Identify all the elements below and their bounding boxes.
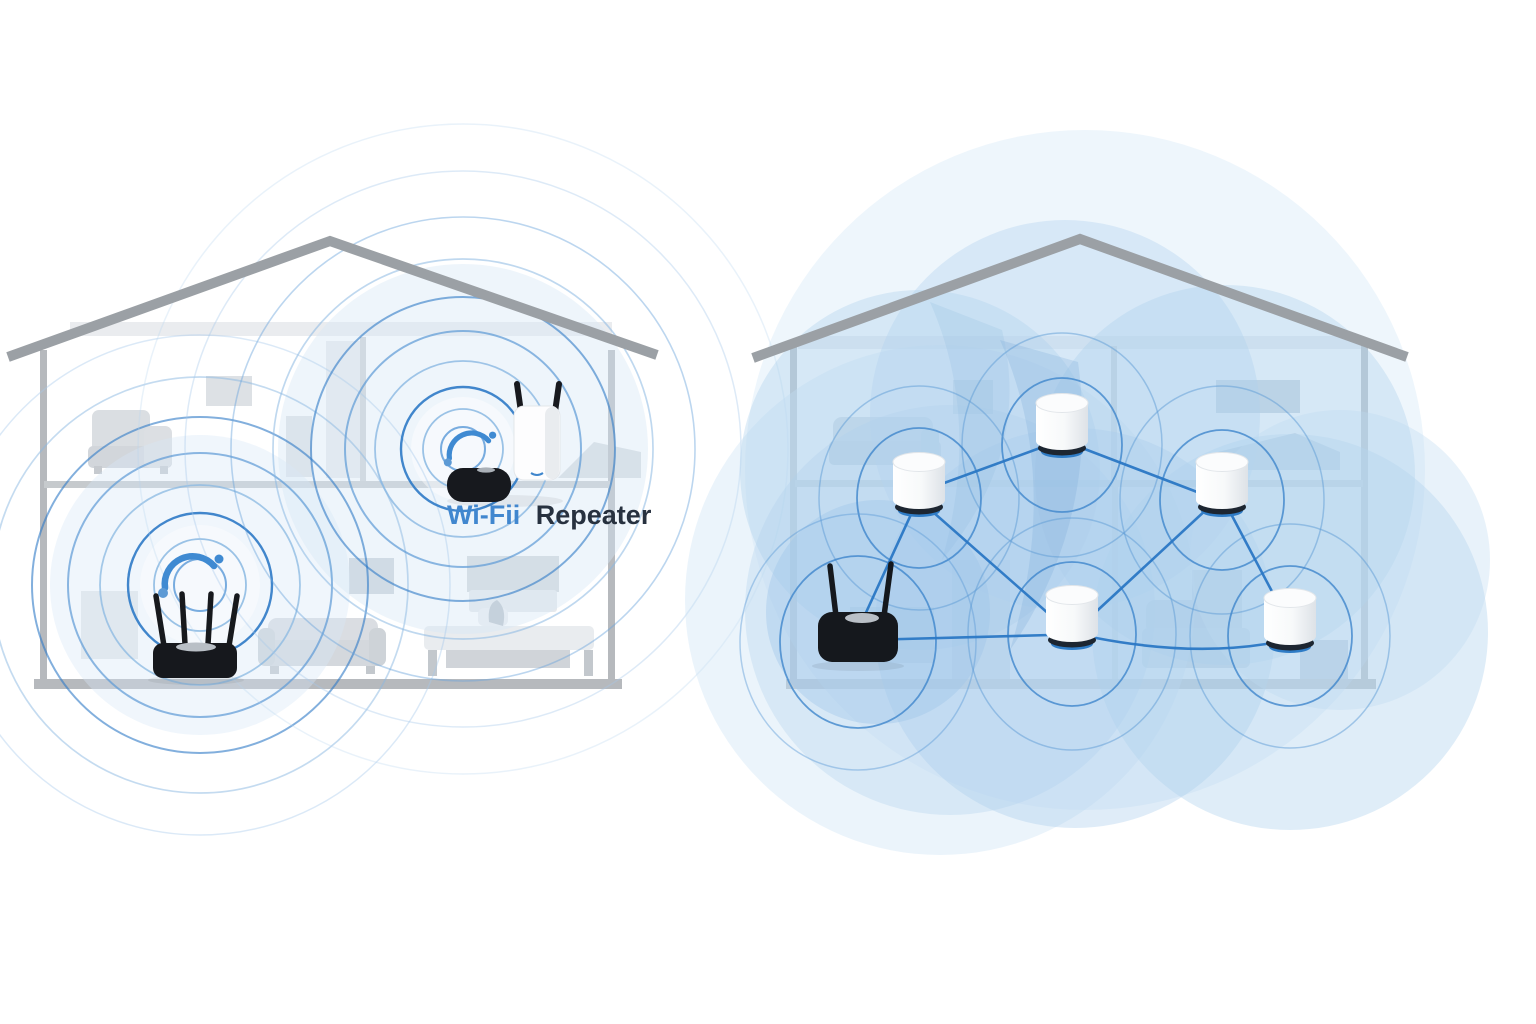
right-wall <box>1361 344 1368 688</box>
repeater-signal-rings <box>137 123 789 775</box>
router-antennas <box>153 591 240 649</box>
roof <box>6 235 659 362</box>
bed <box>424 556 594 676</box>
left-wall <box>790 344 797 688</box>
ground-floor-line <box>34 679 622 689</box>
mesh-house-structure <box>786 336 1376 689</box>
router-signal-rings <box>0 334 451 836</box>
roof <box>751 233 1409 363</box>
repeater-house-router <box>148 591 244 685</box>
wall-picture <box>953 380 993 414</box>
bookshelf <box>952 560 1010 680</box>
ceiling-band <box>798 336 1362 349</box>
mesh-link <box>1080 446 1207 497</box>
lower-room-divider <box>1112 487 1118 680</box>
mesh-house-router <box>812 561 904 671</box>
wall-shelf <box>1216 380 1300 413</box>
mesh-house-furniture <box>829 380 1348 684</box>
node-range-rings <box>739 332 1391 771</box>
left-wall <box>40 350 47 688</box>
wall-plug-extender <box>513 381 562 481</box>
mesh-house <box>685 130 1490 855</box>
repeater-coverage-tint <box>50 264 648 735</box>
mesh-node-lower-right <box>1263 588 1317 654</box>
mesh-links <box>856 446 1288 651</box>
wifi-signal-icon <box>158 553 224 598</box>
wifi-signal-icon <box>443 430 497 467</box>
repeater-house: Wi-Fii Repeater <box>0 123 789 836</box>
door <box>326 341 361 478</box>
mesh-node-top-center <box>1035 393 1089 459</box>
sofa <box>258 618 386 674</box>
repeater-label-primary: Wi-Fii <box>447 500 520 530</box>
wall-picture <box>206 376 252 406</box>
floor-divider <box>795 480 1363 487</box>
mesh-node-lower-center <box>1045 585 1099 651</box>
mesh-node-upper-right <box>1195 452 1249 518</box>
coverage-wedge <box>930 302 1010 560</box>
repeater-pod <box>447 467 511 502</box>
wall-art <box>349 558 394 594</box>
repeater-label: Wi-Fii Repeater <box>447 500 652 530</box>
ground-floor-line <box>786 679 1376 689</box>
mesh-node-upper-left <box>892 452 946 518</box>
upper-room-divider <box>360 337 366 482</box>
router-antennas <box>827 561 894 619</box>
repeater-label-secondary: Repeater <box>536 500 652 530</box>
mesh-link <box>1083 506 1210 624</box>
right-wall <box>608 350 615 688</box>
window <box>81 591 138 659</box>
upper-room-divider <box>1111 346 1117 481</box>
cabinet <box>286 416 312 477</box>
mesh-link <box>923 503 1060 624</box>
floor-divider <box>44 481 610 488</box>
mesh-link <box>1094 636 1268 651</box>
